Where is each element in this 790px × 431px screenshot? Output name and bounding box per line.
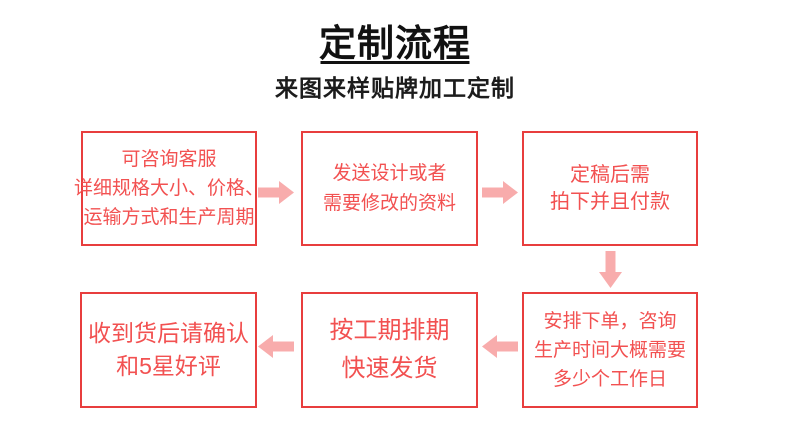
arrow-left-icon — [258, 335, 294, 358]
step-text-line: 快速发货 — [341, 355, 438, 382]
arrow-right-icon — [258, 181, 294, 204]
step-box-6: 收到货后请确认 和5星好评 — [80, 292, 257, 408]
step-text-line: 和5星好评 — [116, 353, 221, 379]
step-text-line: 详细规格大小、价格、 — [74, 178, 265, 199]
arrow-right-icon — [482, 181, 518, 204]
page-title: 定制流程 — [319, 23, 471, 64]
title-underline — [320, 61, 470, 64]
step-text-line: 运输方式和生产周期 — [83, 207, 255, 228]
step-text-line: 定稿后需 — [570, 163, 650, 186]
arrow-left-icon — [482, 335, 518, 358]
step-text-line: 生产时间大概需要 — [533, 339, 686, 361]
step-text-line: 可咨询客服 — [121, 149, 217, 170]
step-text-line: 多少个工作日 — [552, 368, 667, 390]
step-text-line: 收到货后请确认 — [88, 320, 249, 346]
step-box-5: 按工期排期 快速发货 — [301, 292, 478, 408]
step-text-line: 安排下单，咨询 — [543, 310, 677, 332]
step-text-line: 拍下并且付款 — [550, 190, 670, 213]
arrow-down-icon — [599, 251, 622, 288]
step-text-line: 发送设计或者 — [332, 162, 447, 184]
step-box-2: 发送设计或者 需要修改的资料 — [301, 131, 478, 246]
step-box-4: 安排下单，咨询 生产时间大概需要 多少个工作日 — [522, 292, 698, 408]
step-box-1: 可咨询客服 详细规格大小、价格、 运输方式和生产周期 — [74, 131, 264, 246]
page-subtitle: 来图来样贴牌加工定制 — [275, 75, 515, 101]
step-box-3: 定稿后需 拍下并且付款 — [522, 131, 698, 246]
step-text-line: 需要修改的资料 — [322, 192, 456, 214]
step-text-line: 按工期排期 — [329, 317, 450, 344]
